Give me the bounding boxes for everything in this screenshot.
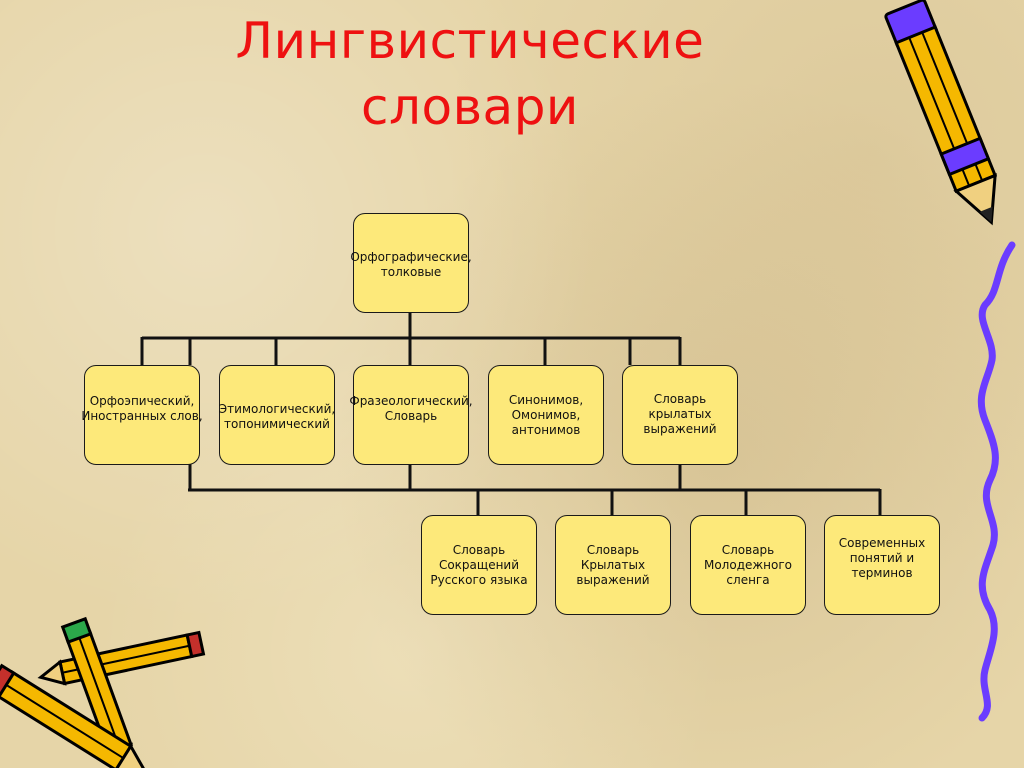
node-level2-2-label: Этимологический, топонимический <box>218 402 336 431</box>
node-level2-4: Синонимов, Омонимов, антонимов <box>488 365 604 465</box>
node-level2-1: Орфоэпический, Иностранных слов, <box>81 365 203 465</box>
node-level3-1: Словарь Сокращений Русского языка <box>421 515 537 615</box>
node-level2-5: Словарь крылатых выражений <box>622 365 738 465</box>
node-root-label: Орфографические, толковые <box>350 250 472 279</box>
node-level2-4-label: Синонимов, Омонимов, антонимов <box>508 392 584 437</box>
title-line-1: Лингвистические <box>235 12 705 70</box>
node-level3-2-label: Словарь Крылатых выражений <box>576 542 650 587</box>
node-level2-3: Фразеологический, Словарь <box>349 365 473 465</box>
node-level2-3-label: Фразеологический, Словарь <box>349 394 473 423</box>
title-line-2: словари <box>361 78 579 136</box>
node-level2-2: Этимологический, топонимический <box>219 365 335 465</box>
node-level3-1-label: Словарь Сокращений Русского языка <box>430 542 528 587</box>
node-root: Орфографические, толковые <box>350 213 472 313</box>
node-level3-3-label: Словарь Молодежного сленга <box>703 542 793 587</box>
node-level3-4: Современных понятий и терминов <box>824 515 940 615</box>
node-level3-4-label: Современных понятий и терминов <box>838 536 926 580</box>
node-level3-2: Словарь Крылатых выражений <box>555 515 671 615</box>
page-title: Лингвистические словари <box>150 8 790 140</box>
node-level3-3: Словарь Молодежного сленга <box>690 515 806 615</box>
node-level2-1-label: Орфоэпический, Иностранных слов, <box>81 394 203 423</box>
node-level2-5-label: Словарь крылатых выражений <box>643 392 717 436</box>
